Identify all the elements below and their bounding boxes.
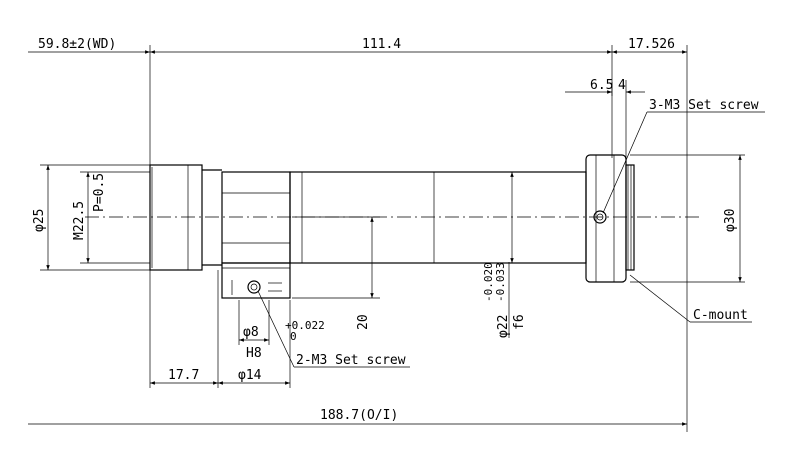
dia-30-dimension: φ30 [723,155,742,282]
dia-14-label: φ14 [238,368,262,383]
total-oi-label: 188.7(O/I) [320,408,398,423]
extension-lines [40,45,745,432]
set-screw-top [593,210,607,224]
lens-body [149,154,635,299]
fit-h8-label: H8 [246,346,262,361]
tol-lower-label: -0.033 [494,262,507,302]
top-dimension-row: 59.8±2(WD) 111.4 17.526 [28,37,687,54]
callout-c-mount: C-mount [629,274,752,323]
set-screw-bottom-label: 2-M3 Set screw [296,353,406,368]
pitch-label: P=0.5 [92,173,107,212]
tol-zero-label: 0 [290,330,297,343]
height-20-label: 20 [356,314,371,330]
callout-set-screw-bottom: 2-M3 Set screw [257,290,410,368]
flange-dimension: 6.5 4 [565,78,645,96]
dia-8-dimension: φ8 H8 +0.022 0 [238,300,325,361]
dia-30-label: φ30 [723,209,738,232]
dim-17-7-label: 17.7 [168,368,199,383]
tol-upper-label: -0.020 [482,262,495,302]
dim-6-5-label: 6.5 [590,78,613,93]
set-screw-bottom [231,280,282,295]
dia-22-dimension: φ22 -0.020 -0.033 f6 [482,172,527,338]
bottom-dimension-row: 17.7 φ14 [150,300,291,388]
dia-25-dimension: φ25 [32,165,50,270]
m22-5-dimension: M22.5 P=0.5 [72,172,107,263]
height-20-dimension: 20 [356,217,374,330]
dim-4-label: 4 [618,78,626,93]
length-flange-label: 17.526 [628,37,675,52]
total-length-dimension: 188.7(O/I) [28,408,687,426]
fit-f6-label: f6 [512,314,527,330]
dia-25-label: φ25 [32,209,47,232]
set-screw-top-label: 3-M3 Set screw [649,98,759,113]
callout-set-screw-top: 3-M3 Set screw [602,98,765,214]
wd-label: 59.8±2(WD) [38,37,116,52]
m22-5-label: M22.5 [72,201,87,240]
dia-8-label: φ8 [243,325,259,340]
c-mount-label: C-mount [693,308,748,323]
length-main-label: 111.4 [362,37,401,52]
dia-22-label: φ22 [496,315,511,338]
tol-plus-label: +0.022 [285,319,325,332]
